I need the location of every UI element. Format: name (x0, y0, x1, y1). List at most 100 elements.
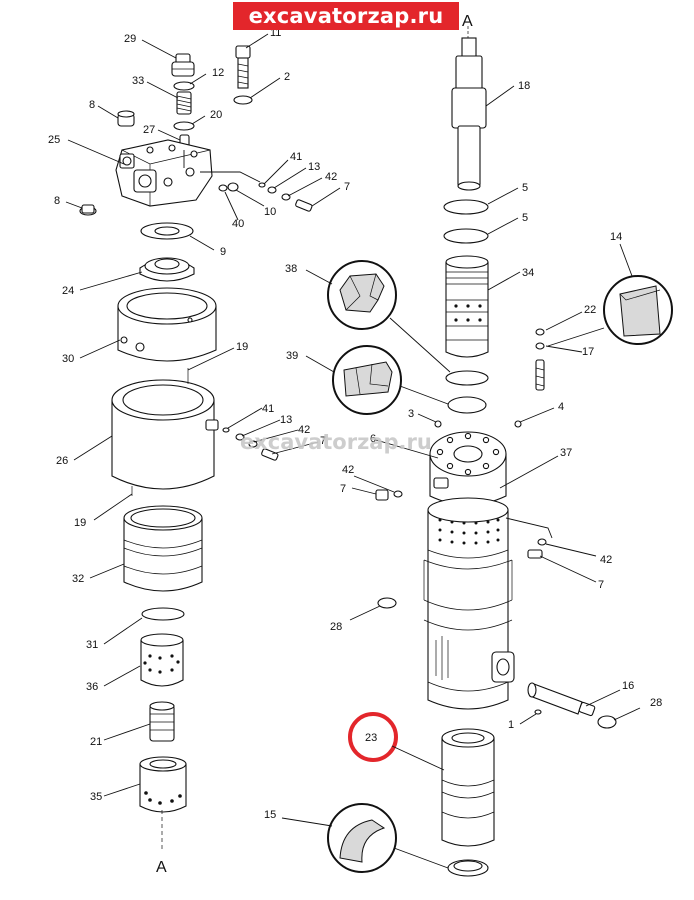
callout-14: 14 (610, 231, 622, 243)
part-21-spool (149, 701, 175, 742)
part-26-cylinder (111, 368, 219, 496)
callout-7-right: 7 (598, 579, 604, 591)
part-20-oring (173, 121, 195, 131)
callout-17: 17 (582, 346, 594, 358)
callout-26: 26 (56, 455, 68, 467)
detail-circle-14 (603, 275, 673, 345)
part-33-spring (176, 91, 192, 115)
part-12-washer (173, 81, 195, 91)
part-22-17-fitting (535, 328, 545, 391)
callout-3: 3 (408, 408, 414, 420)
callout-8-lower: 8 (54, 195, 60, 207)
part-group-41-13-42-7-upper (258, 182, 313, 212)
part-15-ring (447, 859, 489, 877)
part-9-gasket (140, 222, 194, 240)
callout-24: 24 (62, 285, 74, 297)
callout-36: 36 (86, 681, 98, 693)
part-18-shaft (451, 37, 487, 191)
callout-38: 38 (285, 263, 297, 275)
part-29-plug (171, 53, 195, 77)
detail-circle-39 (332, 345, 402, 415)
part-25-head-block (115, 139, 213, 207)
part-30-sleeve (117, 287, 217, 362)
callout-16: 16 (622, 680, 634, 692)
part-group-42-7-left (375, 489, 403, 501)
callout-5-b: 5 (522, 212, 528, 224)
part-4-pin (514, 420, 522, 428)
part-16-pin (527, 682, 596, 717)
callout-9: 9 (220, 246, 226, 258)
callout-4: 4 (558, 401, 564, 413)
callout-19: 19 (236, 341, 248, 353)
callout-40: 40 (232, 218, 244, 230)
callout-11: 11 (270, 27, 281, 39)
callout-27: 27 (143, 124, 155, 136)
part-28-oring-left (377, 597, 397, 609)
detail-circle-38 (327, 260, 397, 330)
part-35-perforated-cup (139, 756, 187, 813)
part-5-oring-b (443, 228, 489, 244)
callout-42: 42 (325, 171, 337, 183)
part-group-41-13-42-7-middle (222, 427, 279, 461)
callout-32: 32 (72, 573, 84, 585)
part-24-cap (139, 257, 195, 282)
callout-29: 29 (124, 33, 136, 45)
part-2-washer (233, 95, 253, 105)
callout-19-lower: 19 (74, 517, 86, 529)
part-36-perforated-sleeve (140, 633, 184, 687)
part-40-seal (218, 184, 228, 192)
watermark: excavatorzap.ru (240, 430, 432, 454)
callout-10: 10 (264, 206, 276, 218)
callout-34: 34 (522, 267, 534, 279)
callout-25: 25 (48, 134, 60, 146)
callout-8: 8 (89, 99, 95, 111)
callout-20: 20 (210, 109, 222, 121)
part-3-pin (434, 420, 442, 428)
section-mark-bottom: A (156, 859, 167, 876)
callout-28-right: 28 (650, 697, 662, 709)
callout-7-mid: 7 (320, 435, 326, 447)
callout-42-left: 42 (342, 464, 354, 476)
part-8-plug-lower (79, 204, 97, 216)
callout-13-mid: 13 (280, 414, 292, 426)
part-10-plug (227, 182, 239, 192)
callout-6: 6 (370, 433, 376, 445)
section-mark-top: A (462, 13, 473, 30)
callout-22: 22 (584, 304, 596, 316)
callout-7: 7 (344, 181, 350, 193)
part-34-spool-sleeve (445, 255, 489, 358)
callout-41: 41 (290, 151, 302, 163)
callout-21: 21 (90, 736, 102, 748)
callout-42-mid: 42 (298, 424, 310, 436)
callout-5-a: 5 (522, 182, 528, 194)
part-39-ring (447, 396, 487, 414)
part-group-42-7-right (527, 538, 547, 559)
part-31-oring (141, 607, 185, 621)
highlight-circle-23 (348, 712, 398, 762)
callout-12: 12 (212, 67, 224, 79)
part-28-oring-right (597, 715, 617, 729)
callout-1: 1 (508, 719, 514, 731)
part-38-ring (445, 370, 489, 386)
callout-28-left: 28 (330, 621, 342, 633)
callout-labels: 29 11 12 2 33 8 20 27 25 41 13 42 7 8 40… (48, 13, 662, 876)
part-1-pin (534, 709, 542, 715)
part-32-piston (123, 505, 203, 592)
callout-33: 33 (132, 75, 144, 87)
callout-15: 15 (264, 809, 276, 821)
callout-30: 30 (62, 353, 74, 365)
leader-lines (65, 26, 641, 869)
main-housing (423, 497, 515, 710)
callout-37: 37 (560, 447, 572, 459)
callout-7-left: 7 (340, 483, 346, 495)
callout-39: 39 (286, 350, 298, 362)
part-8-plug-upper (117, 110, 135, 127)
part-37-valve-body (429, 431, 507, 506)
callout-13: 13 (308, 161, 320, 173)
right-assembly (375, 37, 617, 877)
callout-41-mid: 41 (262, 403, 274, 415)
callout-42-right: 42 (600, 554, 612, 566)
part-23-lower-spool (441, 728, 495, 847)
callout-18: 18 (518, 80, 530, 92)
